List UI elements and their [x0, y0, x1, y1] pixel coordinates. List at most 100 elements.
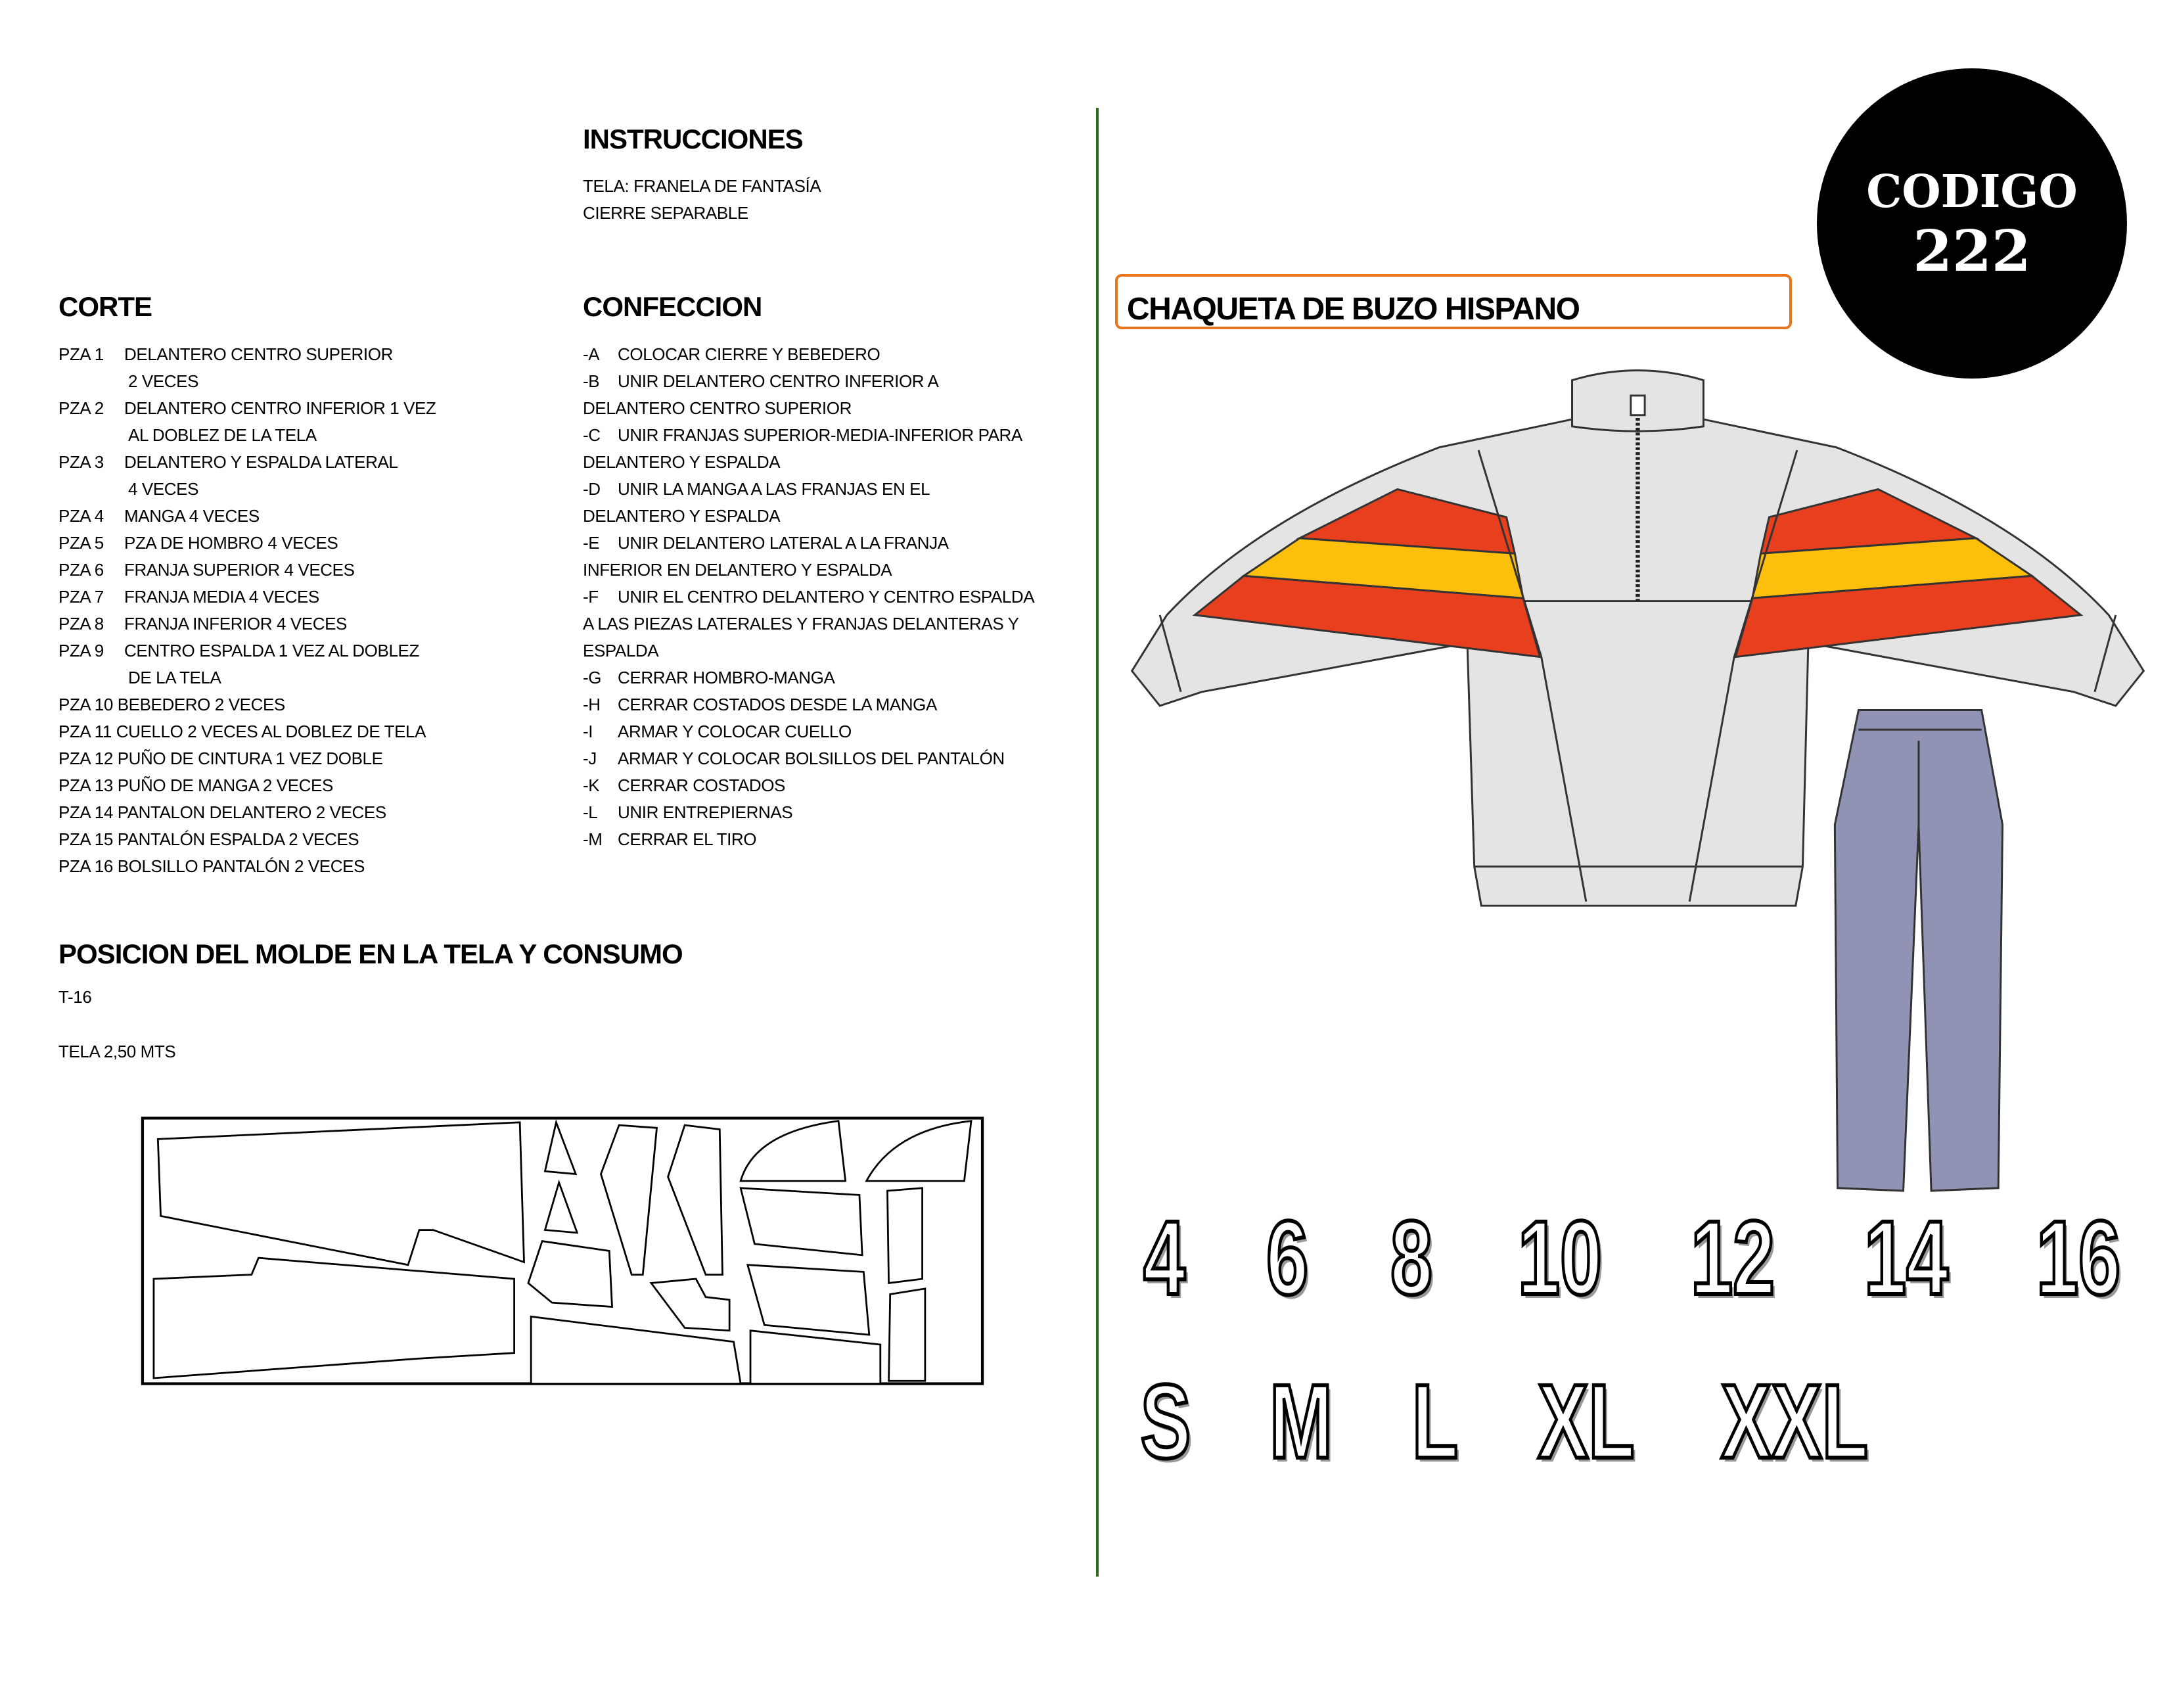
confeccion-line: -H CERRAR COSTADOS DESDE LA MANGA — [583, 691, 1034, 718]
piece-code: PZA 3 — [58, 452, 104, 472]
step-code: -D — [583, 479, 601, 499]
step-continuation: DELANTERO CENTRO SUPERIOR — [583, 398, 852, 418]
code-number: 222 — [1913, 218, 2031, 285]
corte-line: PZA 11 CUELLO 2 VECES AL DOBLEZ DE TELA — [58, 718, 436, 745]
corte-line: PZA 3 DELANTERO Y ESPALDA LATERAL — [58, 449, 436, 476]
corte-line: PZA 2 DELANTERO CENTRO INFERIOR 1 VEZ — [58, 395, 436, 422]
piece-text: PZA 13 PUÑO DE MANGA 2 VECES — [58, 775, 333, 795]
confeccion-line: -I ARMAR Y COLOCAR CUELLO — [583, 718, 1034, 745]
code-badge: CODIGO 222 — [1817, 68, 2127, 379]
confeccion-line: -F UNIR EL CENTRO DELANTERO Y CENTRO ESPA… — [583, 584, 1035, 611]
size-number: 16 — [2035, 1199, 2122, 1316]
step-text: UNIR FRANJAS SUPERIOR-MEDIA-INFERIOR PAR… — [618, 425, 1022, 445]
corte-line: AL DOBLEZ DE LA TELA — [58, 422, 436, 449]
confeccion-line: INFERIOR EN DELANTERO Y ESPALDA — [583, 557, 1034, 584]
corte-line: PZA 10 BEBEDERO 2 VECES — [58, 691, 436, 718]
column-divider — [1096, 108, 1099, 1577]
confeccion-line: -E UNIR DELANTERO LATERAL A LA FRANJA — [583, 530, 1034, 557]
step-code: -B — [583, 371, 600, 391]
size-label: T-16 — [58, 987, 92, 1007]
corte-line: PZA 15 PANTALÓN ESPALDA 2 VECES — [58, 826, 436, 853]
corte-line: PZA 4 MANGA 4 VECES — [58, 503, 436, 530]
step-code: -E — [583, 533, 600, 553]
piece-text: FRANJA INFERIOR 4 VECES — [124, 614, 347, 634]
zipper-text: CIERRE SEPARABLE — [583, 203, 748, 223]
piece-text: DELANTERO Y ESPALDA LATERAL — [124, 452, 398, 472]
step-code: -K — [583, 775, 600, 795]
step-code: -H — [583, 695, 601, 714]
step-text: UNIR EL CENTRO DELANTERO Y CENTRO ESPALD… — [618, 587, 1035, 607]
corte-line: PZA 12 PUÑO DE CINTURA 1 VEZ DOBLE — [58, 745, 436, 772]
corte-heading: CORTE — [58, 291, 152, 322]
piece-code: PZA 8 — [58, 614, 104, 634]
step-continuation: A LAS PIEZAS LATERALES Y FRANJAS DELANTE… — [583, 614, 1019, 634]
fabric-consumption: TELA 2,50 MTS — [58, 1042, 176, 1061]
confeccion-line: -K CERRAR COSTADOS — [583, 772, 1034, 799]
corte-line: DE LA TELA — [58, 664, 436, 691]
piece-text: PZA 14 PANTALON DELANTERO 2 VECES — [58, 802, 386, 822]
marker-layout — [141, 1117, 984, 1385]
step-code: -F — [583, 587, 599, 607]
piece-text: PZA 10 BEBEDERO 2 VECES — [58, 695, 285, 714]
piece-code: PZA 2 — [58, 398, 104, 418]
pants-illustration — [1833, 708, 2004, 1192]
confeccion-line: DELANTERO Y ESPALDA — [583, 449, 1034, 476]
confeccion-line: A LAS PIEZAS LATERALES Y FRANJAS DELANTE… — [583, 611, 1034, 637]
size-letter: L — [1411, 1362, 1460, 1480]
step-continuation: ESPALDA — [583, 641, 659, 660]
confeccion-list: -A COLOCAR CIERRE Y BEBEDERO -B UNIR DELANT… — [583, 341, 1035, 853]
size-number: 8 — [1389, 1199, 1434, 1316]
corte-line: PZA 9 CENTRO ESPALDA 1 VEZ AL DOBLEZ — [58, 637, 436, 664]
corte-line: PZA 16 BOLSILLO PANTALÓN 2 VECES — [58, 853, 436, 880]
step-text: UNIR DELANTERO LATERAL A LA FRANJA — [618, 533, 949, 553]
step-text: COLOCAR CIERRE Y BEBEDERO — [618, 344, 881, 364]
size-number: 6 — [1265, 1199, 1310, 1316]
piece-text: PZA 11 CUELLO 2 VECES AL DOBLEZ DE TELA — [58, 722, 426, 741]
step-code: -L — [583, 802, 598, 822]
corte-line: PZA 13 PUÑO DE MANGA 2 VECES — [58, 772, 436, 799]
instrucciones-heading: INSTRUCCIONES — [583, 124, 804, 154]
step-code: -I — [583, 722, 593, 741]
piece-code: PZA 9 — [58, 641, 104, 660]
confeccion-line: -G CERRAR HOMBRO-MANGA — [583, 664, 1034, 691]
step-code: -G — [583, 668, 602, 687]
piece-code: PZA 5 — [58, 533, 104, 553]
piece-text: DELANTERO CENTRO INFERIOR 1 VEZ — [124, 398, 436, 418]
piece-text: PZA 12 PUÑO DE CINTURA 1 VEZ DOBLE — [58, 749, 383, 768]
piece-code: PZA 7 — [58, 587, 104, 607]
size-letter: XXL — [1720, 1362, 1869, 1480]
step-code: -M — [583, 829, 603, 849]
piece-text: FRANJA MEDIA 4 VECES — [124, 587, 319, 607]
step-continuation: DELANTERO Y ESPALDA — [583, 506, 781, 526]
product-title-box: CHAQUETA DE BUZO HISPANO — [1115, 274, 1792, 329]
step-text: CERRAR COSTADOS — [618, 775, 785, 795]
step-text: ARMAR Y COLOCAR CUELLO — [618, 722, 852, 741]
code-label: CODIGO — [1866, 166, 2078, 218]
piece-text: PZA 16 BOLSILLO PANTALÓN 2 VECES — [58, 856, 365, 876]
confeccion-line: ESPALDA — [583, 637, 1034, 664]
piece-code: PZA 4 — [58, 506, 104, 526]
jacket-illustration — [1130, 369, 2145, 907]
step-text: UNIR DELANTERO CENTRO INFERIOR A — [618, 371, 939, 391]
size-number: 12 — [1689, 1199, 1776, 1316]
corte-line: 2 VECES — [58, 368, 436, 395]
size-letter: S — [1139, 1362, 1192, 1480]
step-continuation: DELANTERO Y ESPALDA — [583, 452, 781, 472]
step-text: CERRAR HOMBRO-MANGA — [618, 668, 835, 687]
confeccion-line: DELANTERO Y ESPALDA — [583, 503, 1034, 530]
piece-text: MANGA 4 VECES — [124, 506, 260, 526]
corte-line: PZA 8 FRANJA INFERIOR 4 VECES — [58, 611, 436, 637]
piece-text: FRANJA SUPERIOR 4 VECES — [124, 560, 355, 580]
corte-line: PZA 14 PANTALON DELANTERO 2 VECES — [58, 799, 436, 826]
product-title: CHAQUETA DE BUZO HISPANO — [1127, 292, 1580, 327]
piece-text: CENTRO ESPALDA 1 VEZ AL DOBLEZ — [124, 641, 419, 660]
step-text: CERRAR COSTADOS DESDE LA MANGA — [618, 695, 937, 714]
confeccion-heading: CONFECCION — [583, 291, 762, 322]
step-code: -A — [583, 344, 600, 364]
